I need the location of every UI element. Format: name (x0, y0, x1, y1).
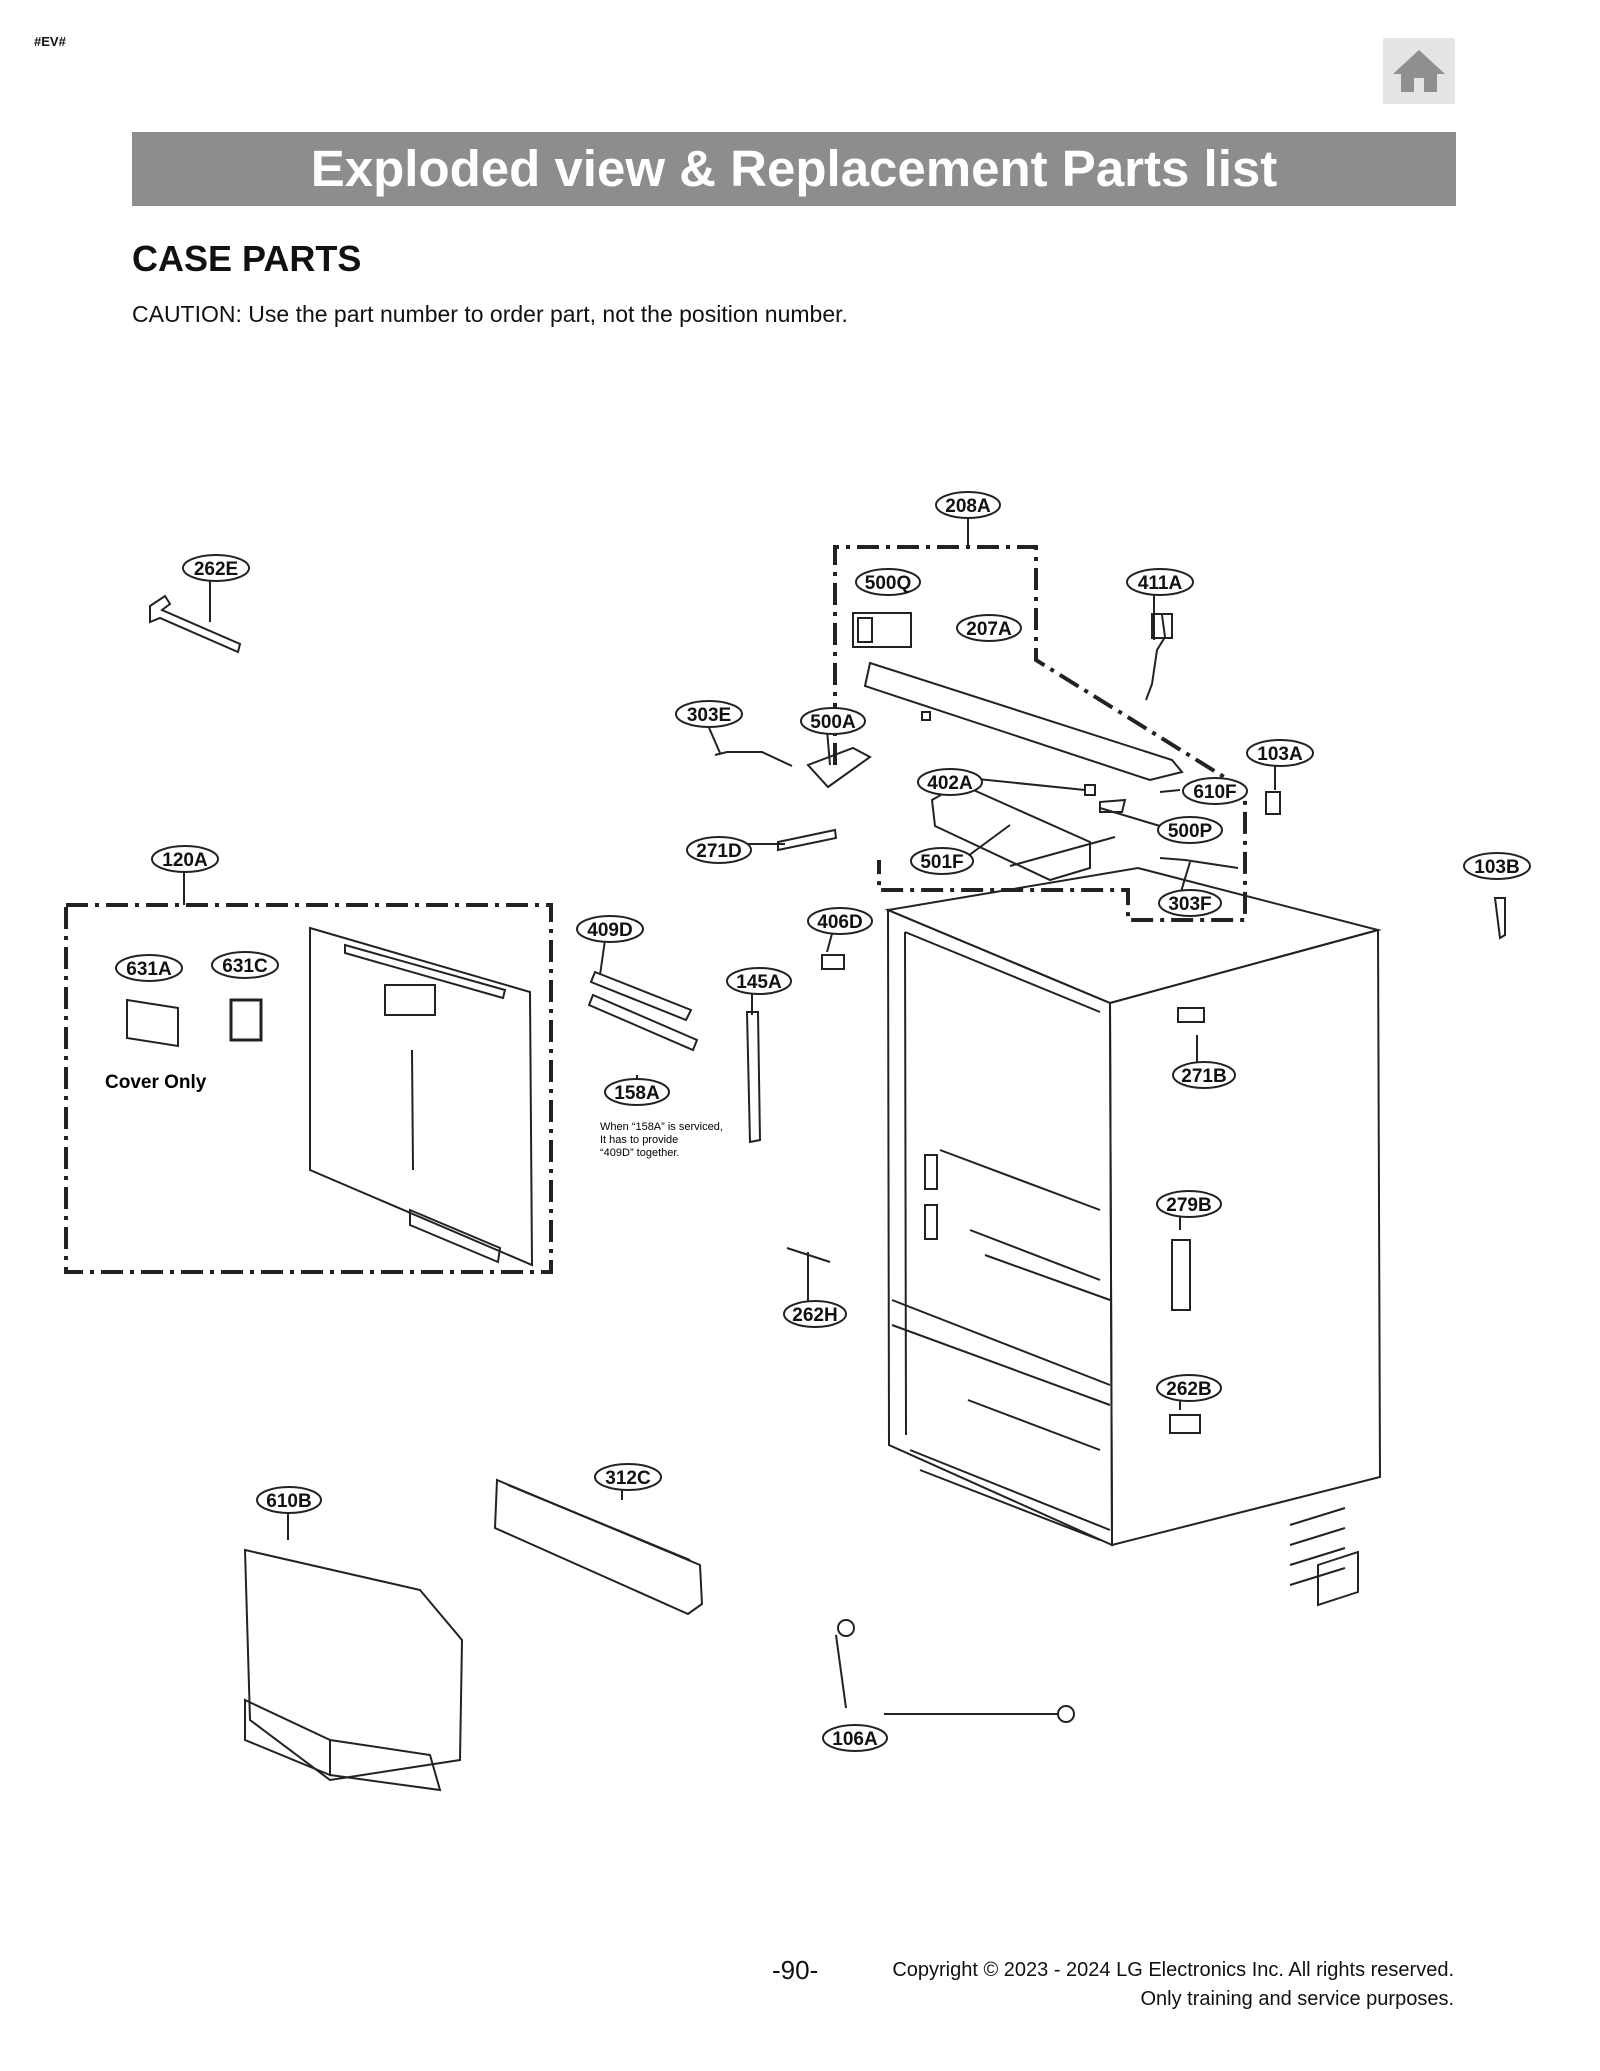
label-262H: 262H (792, 1305, 837, 1326)
label-501F: 501F (920, 852, 963, 873)
label-406D: 406D (817, 912, 862, 933)
label-631A: 631A (126, 959, 172, 980)
page-number: -90- (772, 1955, 819, 1985)
cover-only-label: Cover Only (105, 1072, 207, 1093)
label-402A: 402A (927, 773, 973, 794)
label-120A: 120A (162, 850, 208, 871)
label-500Q: 500Q (865, 573, 911, 594)
label-411A: 411A (1138, 573, 1183, 594)
shelf-312C (493, 1478, 704, 1616)
page-title-banner: Exploded view & Replacement Parts list (132, 132, 1456, 206)
group-outline-208A (833, 545, 1247, 922)
note-158A-line1: When “158A” is serviced, (600, 1121, 723, 1133)
label-303F: 303F (1168, 894, 1211, 915)
copyright-text: Copyright © 2023 - 2024 LG Electronics I… (892, 1959, 1454, 1981)
label-271D: 271D (696, 841, 741, 862)
label-279B: 279B (1166, 1195, 1211, 1216)
purpose-text: Only training and service purposes. (1140, 1988, 1455, 2010)
label-500P: 500P (1168, 821, 1213, 842)
label-610F: 610F (1193, 782, 1236, 803)
group-outline-120A (64, 903, 553, 1274)
caution-text: CAUTION: Use the part number to order pa… (132, 301, 848, 327)
section-title: CASE PARTS (132, 238, 362, 279)
label-208A: 208A (945, 496, 991, 517)
label-103B: 103B (1474, 857, 1519, 878)
label-207A: 207A (966, 619, 1012, 640)
refrigerator-cabinet (884, 866, 1382, 1607)
label-500A: 500A (810, 712, 856, 733)
note-158A-line3: “409D” together. (600, 1147, 680, 1159)
label-145A: 145A (736, 972, 782, 993)
door-panel-120A (309, 926, 534, 1267)
wrench-262E (149, 594, 242, 654)
label-610B: 610B (266, 1491, 311, 1512)
home-icon (1393, 50, 1445, 92)
label-262B: 262B (1166, 1379, 1211, 1400)
label-312C: 312C (605, 1468, 651, 1489)
label-262E: 262E (194, 559, 238, 580)
label-303E: 303E (687, 705, 731, 726)
copyright-block: Copyright © 2023 - 2024 LG Electronics I… (892, 1956, 1454, 2014)
label-271B: 271B (1181, 1066, 1226, 1087)
label-409D: 409D (587, 920, 632, 941)
label-631C: 631C (222, 956, 268, 977)
label-158A: 158A (614, 1083, 660, 1104)
document-tag: #EV# (34, 34, 66, 49)
label-106A: 106A (832, 1729, 878, 1750)
label-103A: 103A (1257, 744, 1303, 765)
home-button[interactable] (1383, 38, 1455, 104)
note-158A-line2: It has to provide (600, 1134, 678, 1146)
duct-610B (243, 1548, 464, 1782)
